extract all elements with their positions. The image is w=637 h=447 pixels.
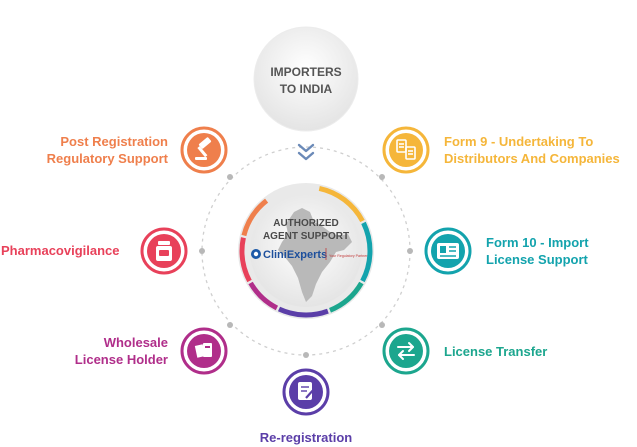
medicine-jar-icon — [156, 241, 172, 261]
orbit-dots — [199, 174, 413, 358]
importers-line2: TO INDIA — [280, 82, 333, 96]
node-form-10[interactable] — [424, 227, 472, 275]
logo-tagline: Your Regulatory Partner — [329, 254, 368, 258]
node-pharmacovigilance[interactable] — [140, 227, 188, 275]
center-line2: AGENT SUPPORT — [263, 231, 349, 242]
label-form-9: Form 9 - Undertaking To Distributors And… — [444, 134, 620, 166]
cliniexperts-logo: CliniExperts Your Regulatory Partner — [251, 248, 368, 261]
label-license-transfer: License Transfer — [444, 344, 548, 359]
documents-icon — [396, 139, 416, 160]
label-pharmacovigilance: Pharmacovigilance — [1, 243, 120, 258]
node-re-registration[interactable] — [282, 368, 330, 416]
label-form-10: Form 10 - Import License Support — [486, 235, 589, 267]
label-post-registration: Post Registration Regulatory Support — [46, 134, 168, 166]
gavel-icon — [195, 137, 212, 160]
node-license-transfer[interactable] — [382, 327, 430, 375]
id-card-icon — [437, 243, 459, 259]
importers-circle — [253, 26, 359, 132]
importers-line1: IMPORTERS — [270, 65, 341, 79]
edit-document-icon — [298, 382, 316, 400]
node-form-9[interactable] — [382, 126, 430, 174]
label-re-registration: Re-registration — [259, 430, 353, 445]
boxes-icon — [194, 343, 212, 358]
logo-text: CliniExperts — [263, 249, 327, 261]
center-line1: AUTHORIZED — [273, 218, 339, 229]
node-wholesale[interactable] — [180, 327, 228, 375]
node-post-registration[interactable] — [180, 126, 228, 174]
label-wholesale: Wholesale License Holder — [74, 335, 168, 367]
center-colored-ring — [239, 185, 373, 318]
chevron-down-icon — [297, 143, 315, 161]
transfer-arrows-icon — [397, 342, 415, 360]
india-map-icon — [278, 208, 352, 302]
